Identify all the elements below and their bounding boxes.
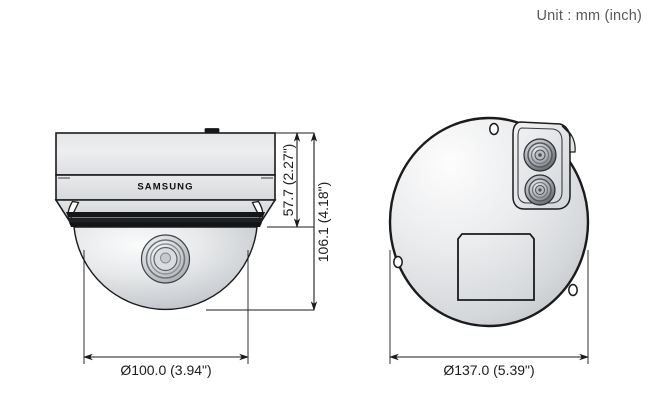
- brand-logo-text: SAMSUNG: [137, 182, 193, 193]
- dimension-dome-diameter: Ø100.0 (3.94"): [82, 250, 250, 378]
- dimension-label-dome-diameter: Ø100.0 (3.94"): [120, 362, 211, 378]
- bottom-plan-view: Ø137.0 (5.39"): [388, 116, 590, 378]
- unit-label: Unit : mm (inch): [536, 8, 642, 24]
- port-bottom-ring-2: [528, 178, 552, 202]
- mounting-hole-top-icon: [489, 122, 499, 136]
- connector-module: [512, 121, 576, 210]
- housing-brand-band: [55, 174, 276, 201]
- port-top-ring-3: [530, 145, 550, 165]
- lens-pupil: [160, 252, 171, 264]
- trim-rib-middle: [67, 217, 264, 222]
- top-tab-icon: [204, 128, 220, 133]
- dimension-label-overall-height: 106.1 (4.18"): [315, 182, 331, 262]
- port-top-pin: [538, 153, 542, 157]
- dimension-label-base-diameter: Ø137.0 (5.39"): [443, 362, 534, 378]
- trim-rib-lower: [69, 222, 262, 227]
- connector-housing-inner: [517, 127, 563, 204]
- lens-ring-3: [149, 243, 182, 275]
- connector-port-top: [523, 138, 557, 172]
- connector-port-bottom: [524, 174, 556, 206]
- housing-upper-body: [55, 132, 276, 176]
- lens-assembly: [140, 234, 191, 284]
- mounting-hole-left-icon: [393, 255, 403, 269]
- dimension-overall-height: 106.1 (4.18"): [206, 131, 331, 312]
- port-top-ring-2: [527, 142, 553, 168]
- mounting-hole-right-icon: [568, 283, 578, 297]
- dimension-base-diameter: Ø137.0 (5.39"): [388, 250, 590, 378]
- dimension-housing-height: 57.7 (2.27"): [267, 131, 314, 229]
- lens-ring-2: [145, 239, 186, 279]
- port-bottom-pin: [538, 188, 542, 192]
- trim-rib-upper: [66, 212, 265, 217]
- label-plate-outline: [457, 233, 535, 301]
- connector-tab-fin: [561, 125, 576, 153]
- port-bottom-ring-3: [531, 181, 549, 199]
- side-elevation-view: SAMSUNG: [54, 128, 331, 378]
- dimension-label-housing-height: 57.7 (2.27"): [280, 144, 296, 217]
